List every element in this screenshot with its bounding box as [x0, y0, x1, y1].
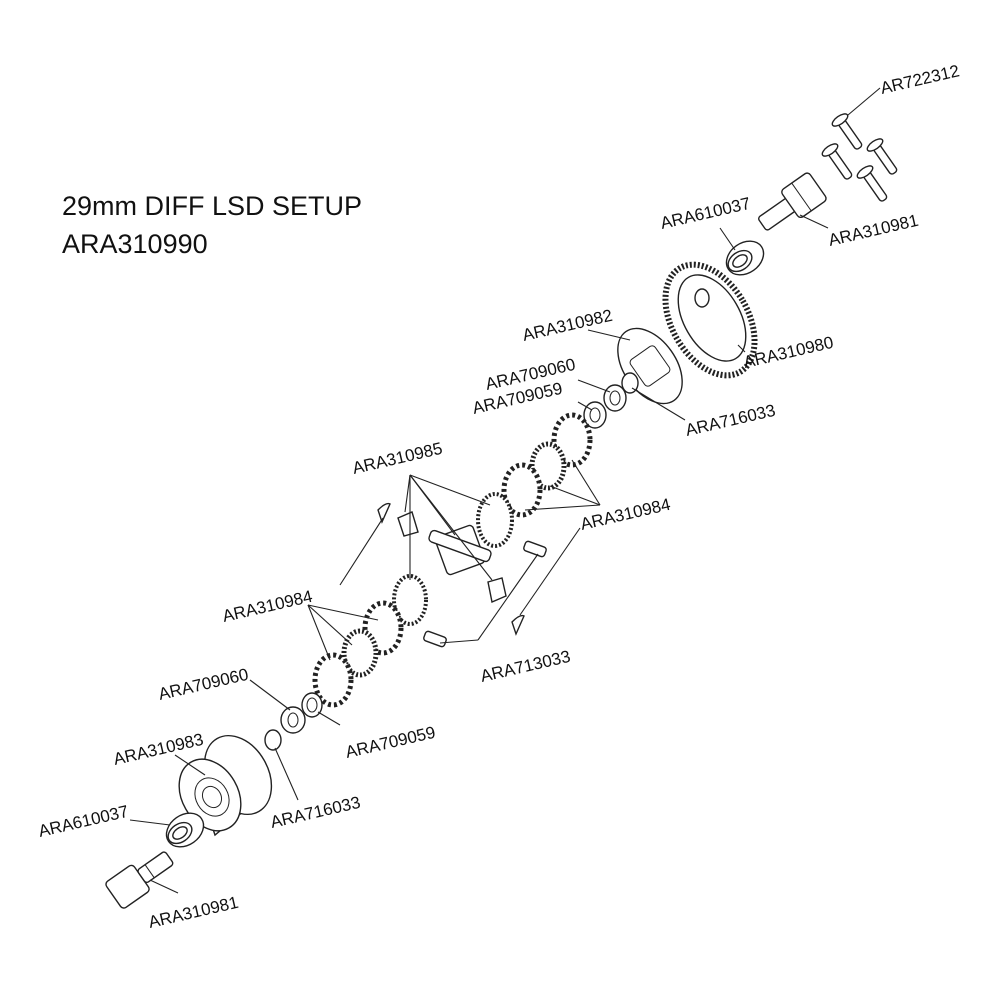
outdrive-top: [758, 172, 827, 231]
ring-gear: [662, 261, 758, 379]
bearing-top: [725, 240, 765, 276]
label-pins: ARA713033: [479, 647, 573, 686]
washers-top: [583, 372, 639, 429]
label-oring-top: ARA716033: [684, 401, 778, 440]
label-gasket: ARA310982: [521, 306, 615, 345]
label-bearing-top: ARA610037: [659, 194, 753, 233]
diagram-part-number: ARA310990: [62, 229, 208, 259]
label-shim-bottom-a: ARA709060: [157, 665, 251, 704]
label-clutch-right: ARA310984: [579, 495, 673, 534]
diff-case: [178, 734, 273, 837]
screw-parts: [821, 113, 898, 202]
label-outdrive-bottom: ARA310981: [147, 893, 241, 932]
clutch-plates-bottom: [312, 600, 404, 708]
diagram-title: 29mm DIFF LSD SETUP: [62, 191, 362, 221]
label-shim-bottom-b: ARA709059: [344, 723, 438, 762]
clutch-plates-top: [501, 412, 593, 518]
outdrive-bottom: [105, 851, 174, 909]
leader-lines: [129, 87, 881, 894]
label-screws: AR722312: [879, 61, 962, 98]
label-outdrive-top: ARA310981: [827, 211, 921, 250]
label-ring-gear: ARA310980: [742, 333, 836, 372]
label-gear-set: ARA310985: [351, 439, 445, 478]
label-bearing-bottom: ARA610037: [37, 802, 131, 841]
washers-bottom: [264, 692, 323, 751]
spider-gears: [377, 492, 547, 648]
label-clutch-left: ARA310984: [221, 587, 315, 626]
bearing-bottom: [165, 812, 205, 848]
label-oring-bottom: ARA716033: [269, 793, 363, 832]
